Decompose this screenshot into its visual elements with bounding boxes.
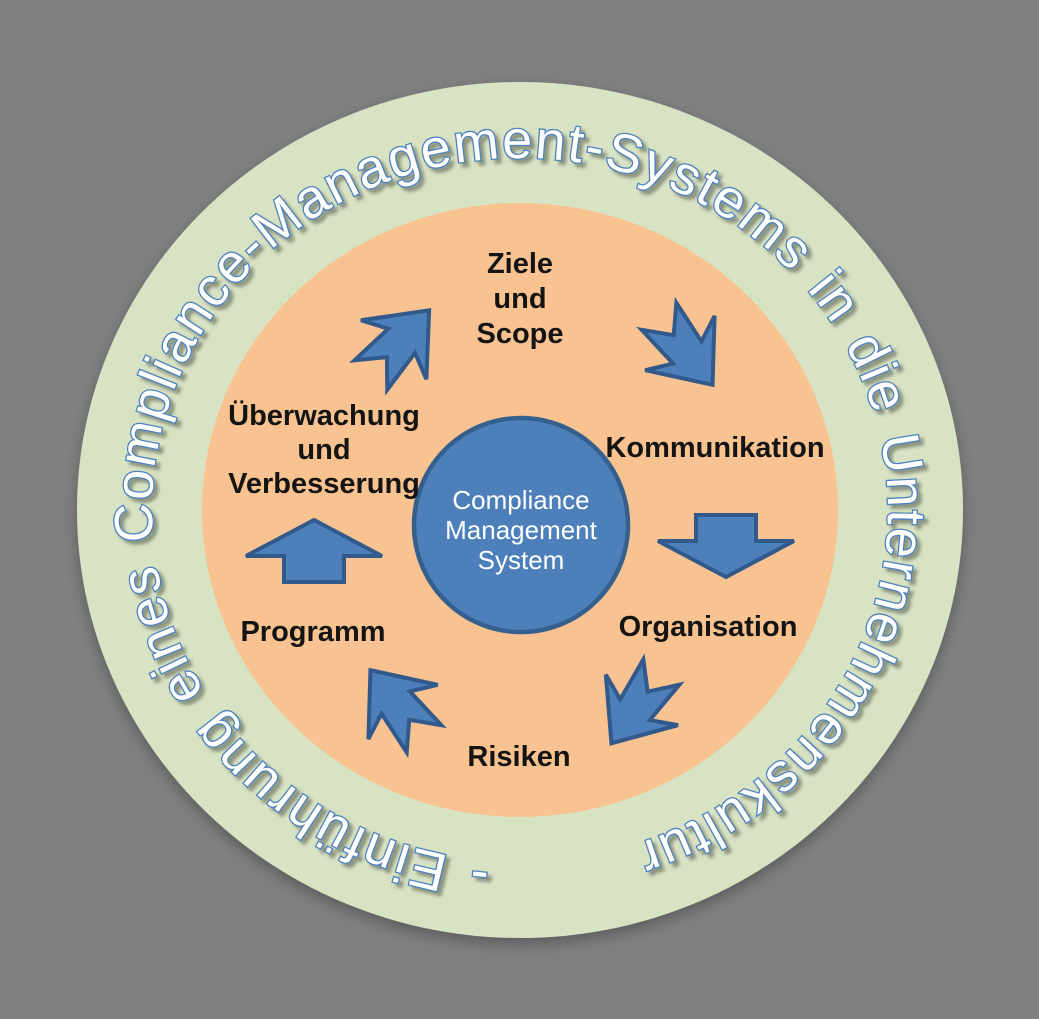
stage-label-kommunikation: Kommunikation — [605, 432, 824, 464]
stage-label-programm: Programm — [240, 616, 385, 648]
center-label: Compliance Management System — [445, 485, 598, 575]
stage-label-organisation: Organisation — [619, 611, 798, 643]
stage-label-risiken: Risiken — [467, 741, 570, 773]
stage-label-line: Ziele — [487, 248, 553, 280]
stage-label-line: Scope — [476, 318, 563, 350]
center-circle — [411, 415, 631, 635]
center-label-line: System — [478, 545, 565, 575]
center-label-line: Management — [445, 515, 598, 545]
stage-label-line: Überwachung — [228, 399, 420, 432]
stage-label-line: Verbesserung — [228, 468, 420, 500]
stage-label-line: und — [493, 283, 546, 315]
stage-label-ueberwachung-und-verbesserung: Überwachung und Verbesserung — [228, 399, 420, 500]
stage-label-ziele-und-scope: Ziele und Scope — [476, 248, 563, 350]
stage-label-line: und — [297, 434, 350, 466]
center-label-line: Compliance — [452, 485, 589, 515]
